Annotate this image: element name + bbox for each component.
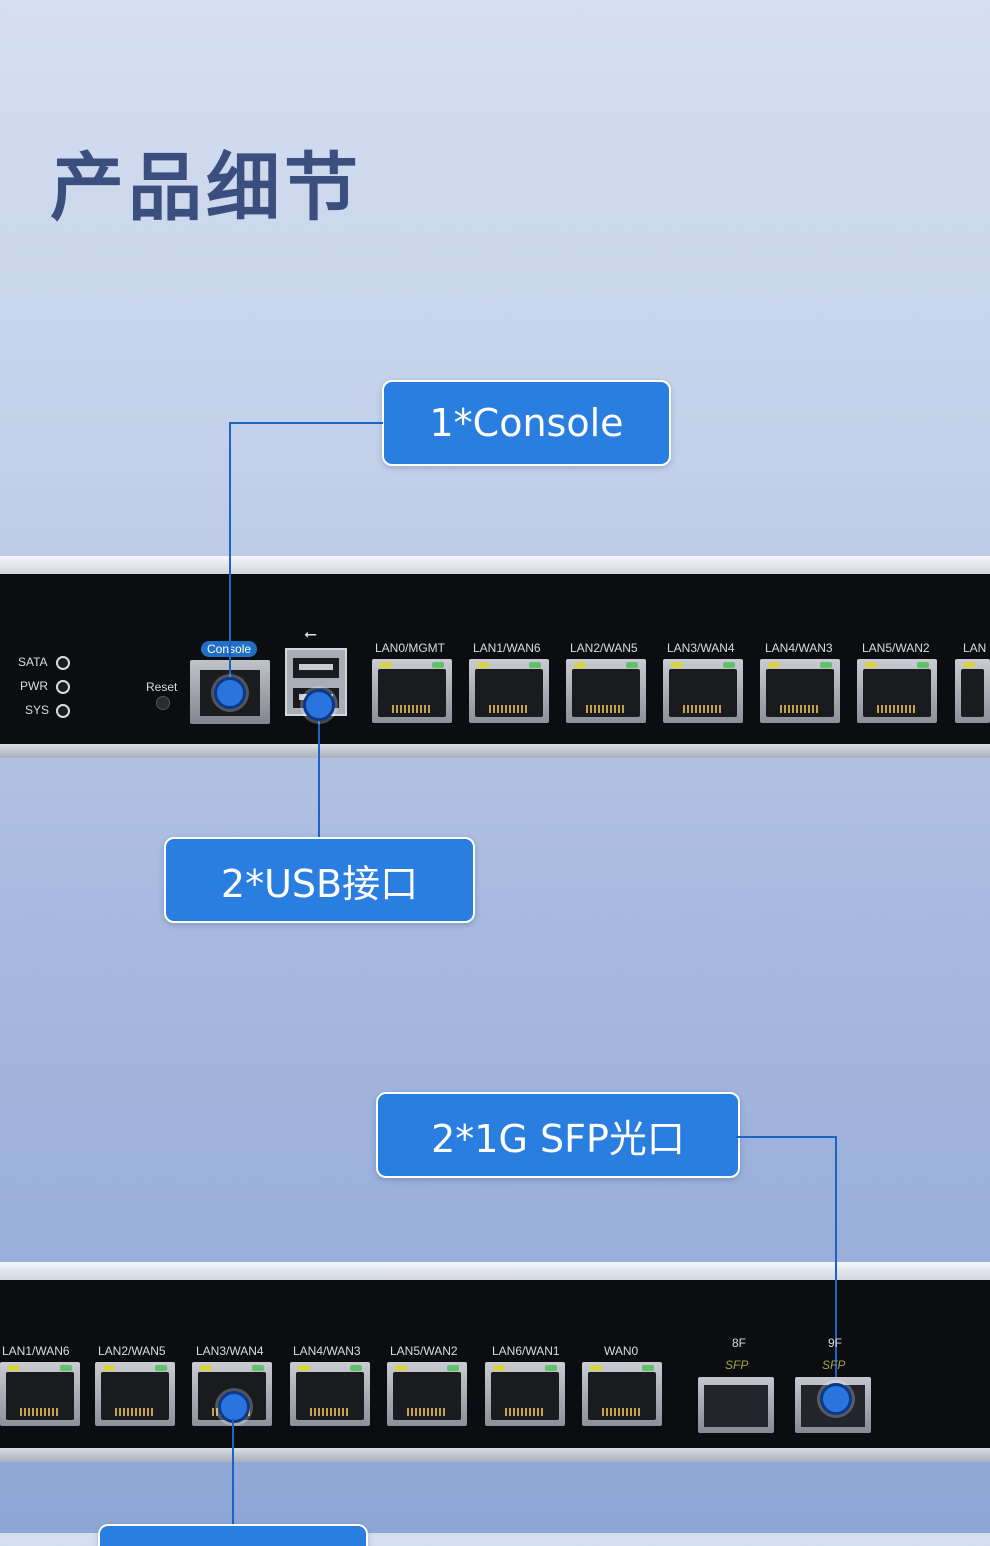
chassis-bottom-edge: [0, 744, 990, 758]
port-label: LAN2/WAN5: [98, 1344, 166, 1358]
sfp-label: SFP: [822, 1358, 846, 1372]
rj45-port[interactable]: [485, 1362, 565, 1426]
lan-connector-line: [232, 1418, 234, 1528]
chassis-bottom-edge: [0, 1448, 990, 1462]
console-connector-line: [229, 422, 383, 424]
port-label: LAN4/WAN3: [765, 641, 833, 655]
sfp-label: SFP: [725, 1358, 749, 1372]
port-label: LAN2/WAN5: [570, 641, 638, 655]
sfp-connector-line: [736, 1136, 836, 1138]
port-label: LAN3/WAN4: [196, 1344, 264, 1358]
rj45-port[interactable]: [566, 659, 646, 723]
reset-label: Reset: [146, 680, 178, 694]
reset-button[interactable]: [156, 696, 170, 710]
port-label: LAN: [963, 641, 987, 655]
rj45-port[interactable]: [372, 659, 452, 723]
lan-callout: [98, 1524, 368, 1546]
chassis-top-edge: [0, 1262, 990, 1284]
sata-led-icon: [56, 656, 70, 670]
usb-icon: ⭠: [304, 626, 317, 643]
rj45-port[interactable]: [857, 659, 937, 723]
port-label: LAN1/WAN6: [473, 641, 541, 655]
usb-connector-line: [318, 704, 320, 840]
port-label: LAN5/WAN2: [862, 641, 930, 655]
sfp-marker-dot: [820, 1383, 852, 1415]
sfp-id-label: 8F: [732, 1336, 747, 1350]
usb-callout: 2*USB接口: [164, 837, 475, 923]
led-label-pwr: PWR: [20, 679, 48, 693]
sfp-id-label: 9F: [828, 1336, 843, 1350]
console-connector-line: [229, 422, 231, 690]
sys-led-icon: [56, 704, 70, 718]
sfp-callout: 2*1G SFP光口: [376, 1092, 740, 1178]
chassis-top-edge: [0, 556, 990, 578]
console-callout: 1*Console: [382, 380, 671, 466]
rj45-port[interactable]: [387, 1362, 467, 1426]
console-marker-dot: [214, 677, 246, 709]
rj45-port[interactable]: [955, 659, 990, 723]
port-label: LAN4/WAN3: [293, 1344, 361, 1358]
rj45-port[interactable]: [582, 1362, 662, 1426]
led-label-sata: SATA: [18, 655, 48, 669]
lan-marker-dot: [218, 1391, 250, 1423]
port-label: LAN0/MGMT: [375, 641, 446, 655]
rj45-port[interactable]: [0, 1362, 80, 1426]
port-label: LAN5/WAN2: [390, 1344, 458, 1358]
rj45-port[interactable]: [760, 659, 840, 723]
usb-marker-dot: [303, 689, 335, 721]
port-label: LAN6/WAN1: [492, 1344, 560, 1358]
pwr-led-icon: [56, 680, 70, 694]
rj45-port[interactable]: [290, 1362, 370, 1426]
rj45-port[interactable]: [469, 659, 549, 723]
sfp-connector-line: [835, 1136, 837, 1398]
sfp-port[interactable]: [698, 1377, 774, 1433]
rj45-port[interactable]: [95, 1362, 175, 1426]
page-title: 产品细节: [50, 145, 362, 231]
port-label: LAN3/WAN4: [667, 641, 735, 655]
rj45-port[interactable]: [663, 659, 743, 723]
port-label: WAN0: [604, 1344, 639, 1358]
port-label: LAN1/WAN6: [2, 1344, 70, 1358]
led-label-sys: SYS: [25, 703, 50, 717]
